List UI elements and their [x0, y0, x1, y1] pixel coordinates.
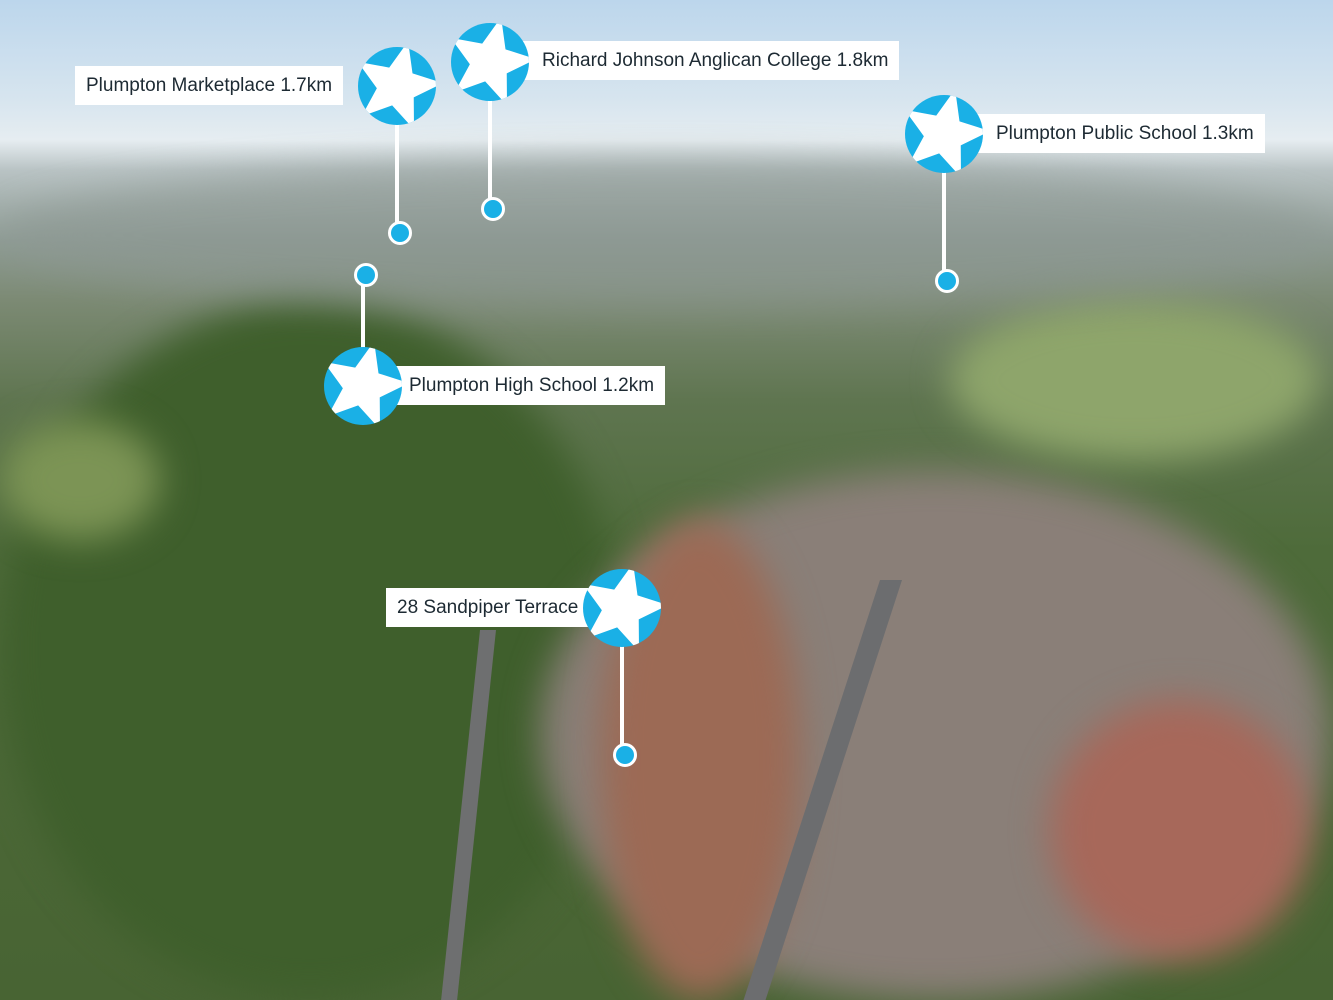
location-dot[interactable]: [354, 263, 378, 287]
star-icon[interactable]: [582, 568, 662, 648]
rooftops-east: [1050, 700, 1310, 960]
distant-suburbs: [0, 160, 1333, 310]
label-plumpton-marketplace: Plumpton Marketplace 1.7km: [75, 66, 344, 105]
marker-line: [361, 278, 365, 354]
star-icon[interactable]: [323, 346, 403, 426]
star-icon[interactable]: [450, 22, 530, 102]
marker-line: [488, 96, 492, 204]
label-plumpton-high-school: Plumpton High School 1.2km: [393, 366, 666, 405]
location-dot[interactable]: [481, 197, 505, 221]
clearing: [0, 420, 160, 540]
location-dot[interactable]: [613, 743, 637, 767]
location-dot[interactable]: [388, 221, 412, 245]
star-icon[interactable]: [357, 46, 437, 126]
star-icon[interactable]: [904, 94, 984, 174]
marker-line: [942, 168, 946, 276]
marker-line: [620, 640, 624, 748]
bushland: [0, 300, 620, 1000]
location-dot[interactable]: [935, 269, 959, 293]
golf-course: [950, 300, 1320, 460]
marker-line: [395, 120, 399, 228]
label-plumpton-public-school: Plumpton Public School 1.3km: [975, 114, 1265, 153]
label-property-address: 28 Sandpiper Terrace: [386, 588, 619, 627]
label-richard-johnson-college: Richard Johnson Anglican College 1.8km: [520, 41, 900, 80]
